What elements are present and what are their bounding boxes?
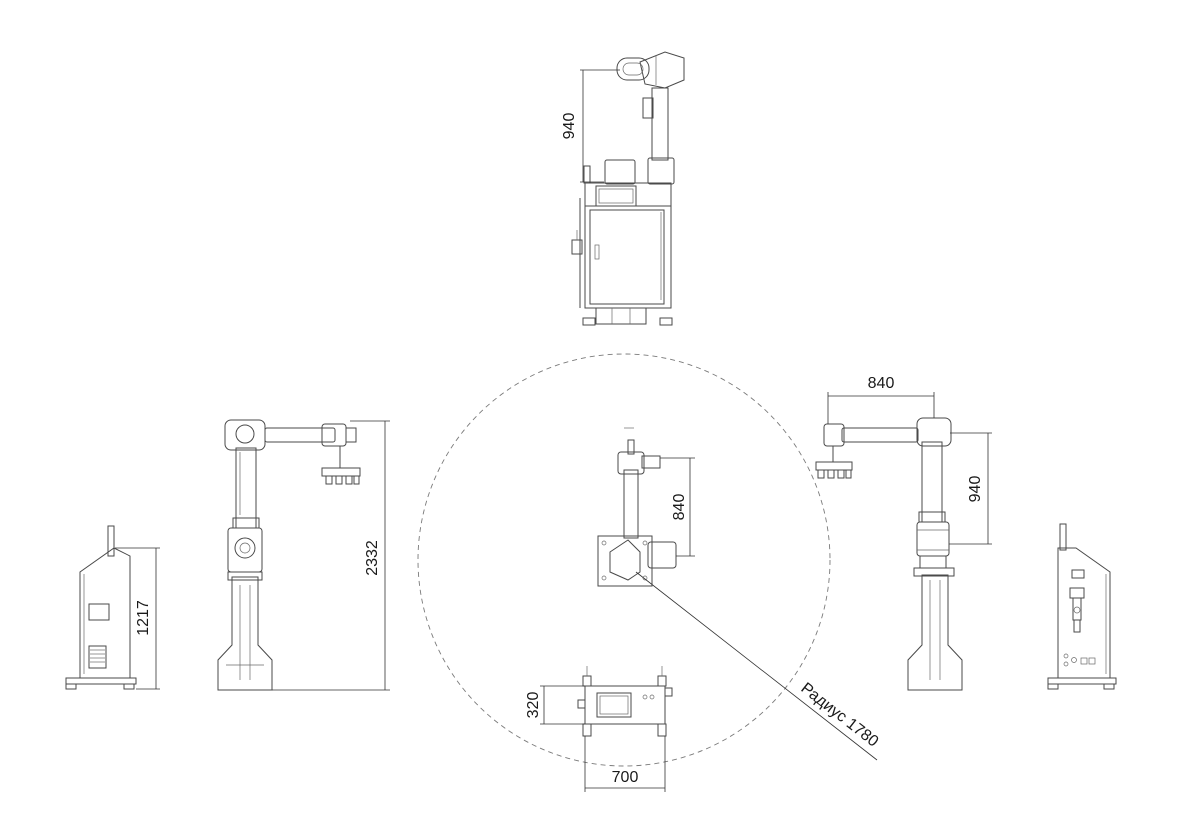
- dim-940-right: 940: [967, 476, 984, 503]
- left-side-cabinet-view: 1217: [65, 525, 160, 690]
- dim-320: 320: [525, 692, 542, 719]
- right-column-view: 840 940: [815, 375, 992, 691]
- dim-2332: 2332: [364, 540, 381, 576]
- right-side-cabinet-view: [1047, 523, 1117, 690]
- dim-840-plan: 840: [671, 494, 688, 521]
- front-column-view: 2332: [217, 419, 390, 691]
- bottom-cabinet-plan: 320 700: [525, 666, 673, 792]
- radius-label: Радиус 1780: [798, 680, 882, 751]
- dim-840-right: 840: [868, 375, 895, 392]
- dim-940-top: 940: [561, 113, 578, 140]
- dim-1217: 1217: [135, 600, 152, 636]
- cabinet-body: [584, 182, 672, 309]
- dim-700: 700: [612, 769, 639, 786]
- plan-view: 840 Радиус 1780: [417, 353, 882, 767]
- base-plate: [597, 535, 653, 587]
- reach-circle: [417, 353, 831, 767]
- cabinet-door: [589, 209, 665, 305]
- top-cabinet-view: 940: [561, 51, 685, 326]
